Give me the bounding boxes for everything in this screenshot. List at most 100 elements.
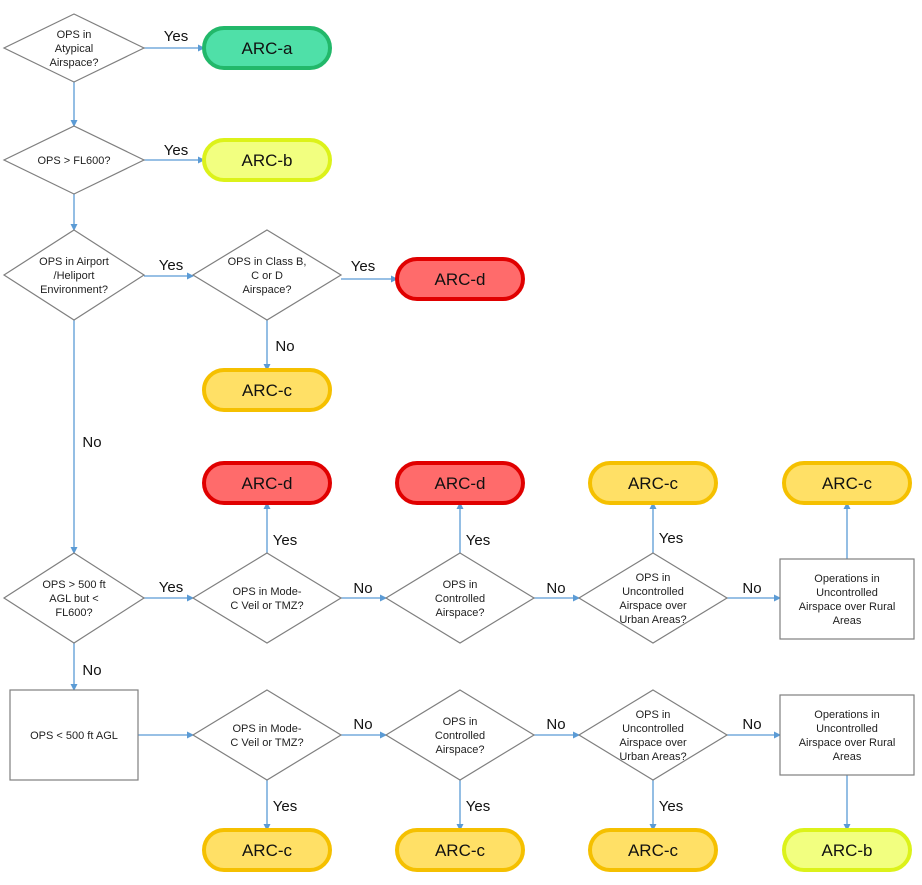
edge-label-yes: Yes bbox=[351, 258, 375, 275]
node-text-line: OPS > 500 ft bbox=[42, 579, 105, 591]
edge-label-no: No bbox=[546, 716, 565, 733]
node-text-line: OPS in Class B, bbox=[228, 256, 307, 268]
node-text-line: /Heliport bbox=[54, 270, 95, 282]
outcome-pill bbox=[395, 257, 525, 301]
decision-diamond bbox=[384, 689, 536, 781]
node-text-line: Airspace over bbox=[619, 600, 687, 612]
edge-label-yes: Yes bbox=[159, 579, 183, 596]
edge-label-yes: Yes bbox=[659, 798, 683, 815]
outcome-label: ARC-d bbox=[434, 270, 485, 289]
edge-label-yes: Yes bbox=[159, 257, 183, 274]
node-text-line: Operations in bbox=[814, 573, 879, 585]
node-arc-c-6: ARC-c bbox=[588, 828, 718, 872]
node-text-line: OPS in bbox=[57, 29, 92, 41]
outcome-label: ARC-c bbox=[242, 381, 293, 400]
node-text-line: Airspace over Rural bbox=[799, 601, 896, 613]
node-box-below500: OPS < 500 ft AGL bbox=[9, 689, 139, 781]
edge-label-no: No bbox=[82, 662, 101, 679]
outcome-label: ARC-d bbox=[241, 474, 292, 493]
node-arc-a-1: ARC-a bbox=[202, 26, 332, 70]
edge-label-yes: Yes bbox=[659, 530, 683, 547]
node-text-line: OPS in Airport bbox=[39, 256, 109, 268]
outcome-pill bbox=[588, 828, 718, 872]
outcome-label: ARC-c bbox=[628, 474, 679, 493]
node-text-line: Airspace over bbox=[619, 737, 687, 749]
node-text-line: Uncontrolled bbox=[622, 586, 684, 598]
node-arc-b-2: ARC-b bbox=[782, 828, 912, 872]
decision-diamond bbox=[191, 229, 343, 321]
edge-label-yes: Yes bbox=[273, 798, 297, 815]
outcome-pill bbox=[202, 828, 332, 872]
node-text-line: OPS in bbox=[636, 709, 671, 721]
edge-label-yes: Yes bbox=[466, 532, 490, 549]
node-arc-b-1: ARC-b bbox=[202, 138, 332, 182]
edge-label-yes: Yes bbox=[273, 532, 297, 549]
node-text-line: C or D bbox=[251, 270, 283, 282]
node-text-line: OPS in bbox=[636, 572, 671, 584]
edge-label-yes: Yes bbox=[164, 142, 188, 159]
outcome-pill bbox=[202, 461, 332, 505]
outcome-pill bbox=[782, 461, 912, 505]
outcome-label: ARC-c bbox=[435, 841, 486, 860]
edge-label-yes: Yes bbox=[164, 28, 188, 45]
outcome-pill bbox=[395, 461, 525, 505]
node-text-line: Environment? bbox=[40, 284, 108, 296]
decision-diamond bbox=[2, 13, 146, 83]
outcome-pill bbox=[202, 138, 332, 182]
node-text-line: FL600? bbox=[55, 607, 92, 619]
node-text-line: AGL but < bbox=[49, 593, 98, 605]
node-text-line: Airspace? bbox=[436, 744, 485, 756]
outcome-pill bbox=[782, 828, 912, 872]
node-q-modec-upper: OPS in Mode-C Veil or TMZ? bbox=[191, 552, 343, 644]
node-text-line: Uncontrolled bbox=[622, 723, 684, 735]
outcome-pill bbox=[202, 26, 332, 70]
process-box bbox=[779, 558, 915, 640]
outcome-label: ARC-a bbox=[241, 39, 293, 58]
node-text-line: Urban Areas? bbox=[619, 614, 686, 626]
outcome-label: ARC-c bbox=[242, 841, 293, 860]
node-text-line: OPS < 500 ft AGL bbox=[30, 730, 118, 742]
node-arc-d-2: ARC-d bbox=[202, 461, 332, 505]
node-arc-c-1: ARC-c bbox=[202, 368, 332, 412]
edge-label-no: No bbox=[82, 434, 101, 451]
process-box bbox=[9, 689, 139, 781]
node-text-line: Airspace over Rural bbox=[799, 737, 896, 749]
node-arc-d-1: ARC-d bbox=[395, 257, 525, 301]
decision-diamond bbox=[577, 552, 729, 644]
outcome-pill bbox=[395, 828, 525, 872]
node-text-line: Airspace? bbox=[50, 57, 99, 69]
node-text-line: Operations in bbox=[814, 709, 879, 721]
node-text-line: OPS in Mode- bbox=[232, 586, 301, 598]
node-text-line: OPS in bbox=[443, 716, 478, 728]
node-text-line: OPS in bbox=[443, 579, 478, 591]
node-q-fl600: OPS > FL600? bbox=[2, 125, 146, 195]
node-arc-c-3: ARC-c bbox=[782, 461, 912, 505]
node-q-modec-lower: OPS in Mode-C Veil or TMZ? bbox=[191, 689, 343, 781]
outcome-label: ARC-b bbox=[821, 841, 872, 860]
node-text-line: Uncontrolled bbox=[816, 723, 878, 735]
node-arc-d-3: ARC-d bbox=[395, 461, 525, 505]
node-text-line: C Veil or TMZ? bbox=[230, 737, 303, 749]
outcome-label: ARC-c bbox=[628, 841, 679, 860]
node-text-line: Areas bbox=[833, 615, 862, 627]
outcome-label: ARC-c bbox=[822, 474, 873, 493]
edge-label-no: No bbox=[275, 338, 294, 355]
node-arc-c-4: ARC-c bbox=[202, 828, 332, 872]
edge-label-yes: Yes bbox=[466, 798, 490, 815]
outcome-label: ARC-d bbox=[434, 474, 485, 493]
node-text-line: Areas bbox=[833, 751, 862, 763]
decision-diamond bbox=[2, 125, 146, 195]
decision-diamond bbox=[2, 229, 146, 321]
node-text-line: Atypical bbox=[55, 43, 94, 55]
node-text-line: Urban Areas? bbox=[619, 751, 686, 763]
node-text-line: Uncontrolled bbox=[816, 587, 878, 599]
node-arc-c-2: ARC-c bbox=[588, 461, 718, 505]
